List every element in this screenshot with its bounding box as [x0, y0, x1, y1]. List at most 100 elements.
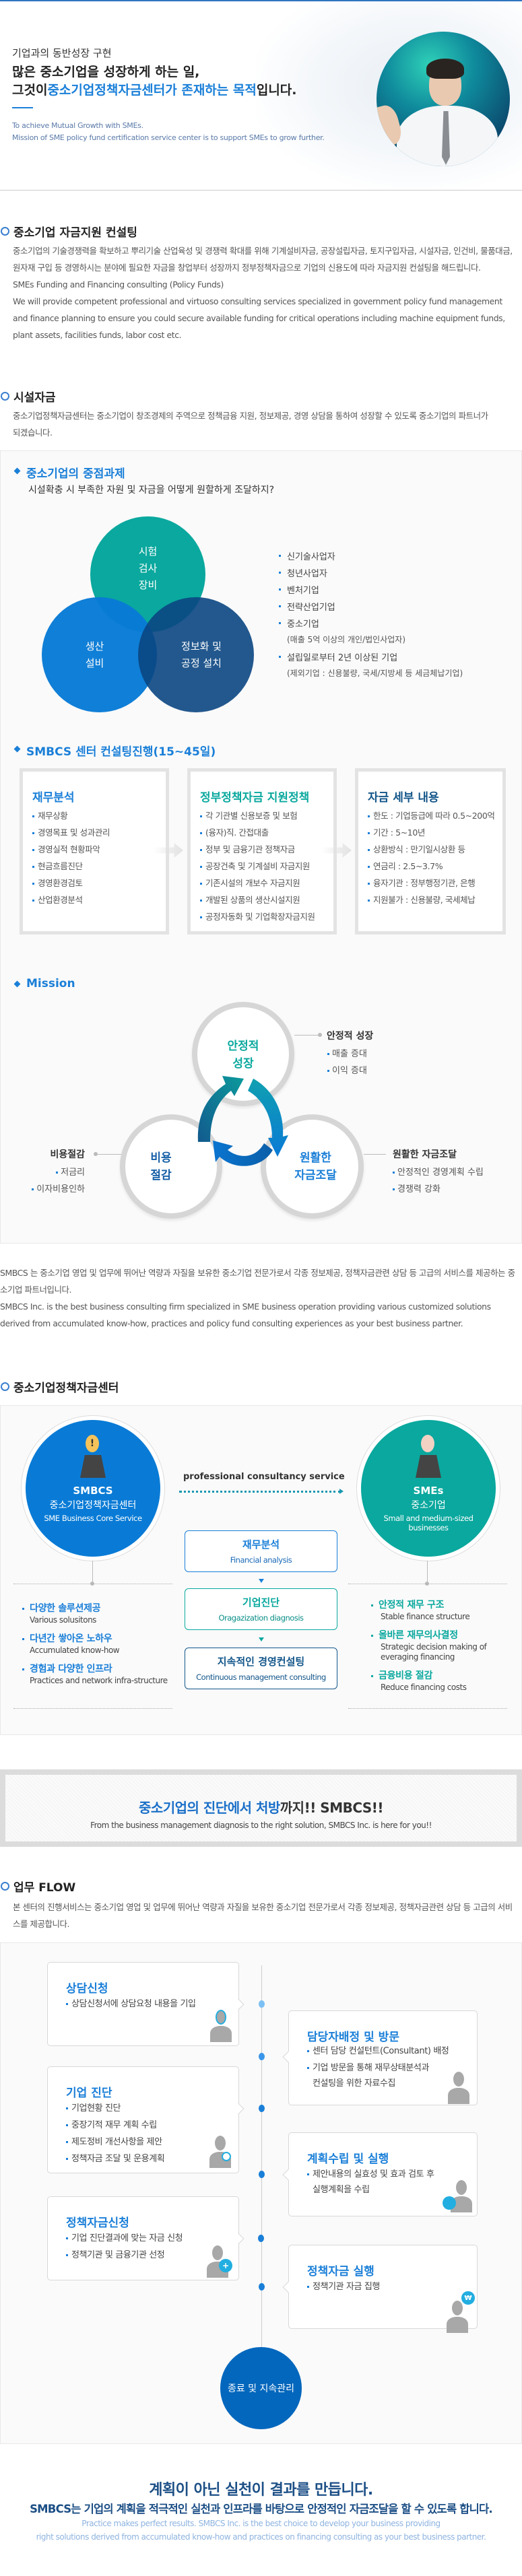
eligible-note-text: (제외기업 : 신용불량, 국세/지방세 등 세금체납기업) [287, 669, 463, 678]
consulting-body-ko: 중소기업의 기술경쟁력을 확보하고 뿌리기술 산업육성 및 경쟁력 확대를 위해… [13, 246, 513, 273]
strength-item: 경험과 다양한 인프라 [22, 1662, 112, 1675]
step-en: Financial analysis [230, 1555, 292, 1565]
flow-card-diagnosis: 기업 진단 기업현황 진단 중장기적 재무 계획 수립 제도정비 개선사항을 제… [47, 2066, 239, 2173]
money-person-icon: ₩ [447, 2291, 475, 2333]
box-item: 기간 : 5~10년 [368, 825, 425, 838]
flow-card-fund-application: 정책자금신청 기업 진단결과에 맞는 자금 신청 정책기관 및 금융기관 선정 … [47, 2196, 239, 2280]
card-title: 정책자금 실행 [307, 2265, 374, 2278]
won-badge: ₩ [461, 2291, 475, 2305]
magnifier-person-icon [209, 2136, 231, 2168]
eligible-item: 청년사업자 [279, 566, 327, 579]
card-item: 제도정비 개선사항을 제안 [66, 2134, 162, 2147]
timeline-dot [258, 2235, 264, 2242]
timeline-dot [259, 2000, 265, 2008]
step-en: Oragazization diagnosis [218, 1613, 304, 1623]
dotted-divider [13, 1708, 172, 1709]
step-ko: 지속적인 경영컨설팅 [217, 1656, 305, 1668]
consulting-en-title: SMEs Funding and Financing consulting (P… [13, 279, 224, 290]
banner-subtitle: From the business management diagnosis t… [90, 1821, 432, 1830]
step-ko: 기업진단 [242, 1596, 280, 1608]
about-ko: SMBCS 는 중소기업 영업 및 업무에 뛰어난 역량과 자질을 보유한 중소… [0, 1268, 515, 1295]
eligible-item: 벤처기업 [279, 583, 319, 596]
banner: 중소기업의 진단에서 처방까지!! SMBCS!! From the busin… [5, 1775, 517, 1841]
box-item: (융자)직. 간접대출 [200, 825, 269, 838]
card-item: 상담신청서에 상담요청 내용을 기입 [66, 1996, 196, 2009]
eligible-text: 신기술사업자 [287, 552, 335, 562]
closing-headline: 계획이 아닌 실천이 결과를 만듭니다. [149, 2482, 373, 2499]
mission-circle-growth: 안정적 성장 [192, 1002, 294, 1106]
box-item: 연금리 : 2.5~3.7% [368, 859, 443, 872]
flow-end-circle: 종료 및 지속관리 [220, 2347, 302, 2429]
closing-en-2: right solutions derived from accumulated… [36, 2532, 486, 2542]
section-title-consulting: 중소기업 자금지원 컨설팅 [0, 223, 137, 240]
card-item: 실행계획을 수립 [313, 2185, 370, 2195]
card-item: 컨설팅을 위한 자료수집 [313, 2078, 396, 2089]
card-title: 담당자배정 및 방문 [307, 2031, 399, 2044]
timeline-line [261, 1965, 262, 2349]
dotted-arrow-line [179, 1491, 341, 1493]
person-tie [442, 111, 450, 165]
arrow-left [213, 1141, 273, 1166]
smbcs-circle: ! SMBCS 중소기업정책자금센터 SME Business Core Ser… [22, 1416, 164, 1561]
venn-label-it: 정보화 및 공정 설치 [181, 640, 222, 669]
eligible-text: 전략산업기업 [287, 603, 335, 613]
connector-dot [318, 1033, 322, 1037]
hero-headline-2: 그것이중소기업정책자금센터가 존재하는 목적입니다. [12, 80, 297, 98]
process-title: SMBCS 센터 컨설팅진행(15~45일) [13, 742, 216, 759]
card-title: 계획수립 및 실행 [307, 2153, 389, 2166]
box-item: 재무상황 [32, 809, 68, 821]
add-person-icon: + [207, 2245, 232, 2278]
card-item: 기업 방문을 통해 재무상태분석과 [307, 2060, 429, 2073]
consultant-person-icon [448, 2072, 469, 2104]
box-item: 한도 : 기업등급에 따라 0.5~200억 [368, 809, 495, 821]
flow-card-consultation-request: 상담신청 상담신청서에 상담요청 내용을 기입 [47, 1962, 239, 2046]
box-item: 공정자동화 및 기업확장자금지원 [200, 910, 315, 922]
hero-rule [12, 107, 33, 108]
cycle-arrows-icon [197, 1076, 288, 1166]
smes-ko: 중소기업 [411, 1500, 446, 1511]
cost-item: 이자비용인하 [32, 1182, 85, 1194]
card-item: 제안내용의 실효성 및 효과 검토 후 [307, 2167, 434, 2179]
hero-divider [0, 190, 522, 191]
mission-title: Mission [13, 977, 75, 990]
strength-en: Accumulated know-how [30, 1646, 120, 1655]
card-title: 상담신청 [66, 1982, 108, 1996]
box-item: 융자기관 : 정부행정기관, 은행 [368, 876, 476, 889]
about-en: SMBCS Inc. is the best business consulti… [0, 1301, 491, 1328]
smbcs-ko: 중소기업정책자금센터 [49, 1500, 137, 1511]
hero-tagline: 기업과의 동반성장 구현 [12, 47, 112, 59]
dotted-divider [348, 1708, 507, 1709]
headset-person-icon [210, 2010, 232, 2042]
card-item: 센터 담당 컨설턴트(Consultant) 배정 [307, 2043, 449, 2056]
venn-label-production: 생산 설비 [85, 640, 104, 669]
process-box-details: 자금 세부 내용 한도 : 기업등급에 따라 0.5~200억 기간 : 5~1… [355, 768, 506, 935]
strength-en: Practices and network infra-structure [30, 1676, 168, 1685]
priorities-question: 시설확충 시 부족한 자원 및 자금을 어떻게 원할하게 조달하지? [28, 485, 275, 496]
hero-headline-prefix: 그것이 [12, 83, 48, 98]
benefit-en: Stable finance structure [381, 1612, 470, 1621]
flow-card-planning: 계획수립 및 실행 제안내용의 실효성 및 효과 검토 후 실행계획을 수립 [288, 2132, 478, 2216]
card-title: 정책자금신청 [66, 2216, 129, 2230]
box-item: 기존시설의 개보수 자금지원 [200, 876, 300, 889]
timeline-dot [259, 2171, 265, 2178]
banner-title-rest: 까지!! SMBCS!! [280, 1800, 384, 1816]
closing-subheadline: SMBCS는 기업의 계획을 적극적인 실천과 인프라를 바탕으로 안정적인 자… [30, 2503, 493, 2515]
eligible-item: 전략산업기업 [279, 600, 335, 613]
consulting-body-en: We will provide competent professional a… [13, 296, 505, 340]
eligible-item: 중소기업 [279, 617, 319, 630]
benefit-en: Reduce financing costs [381, 1683, 467, 1692]
timeline-dot [259, 2053, 265, 2060]
card-item: 정책기관 및 금융기관 선정 [66, 2247, 165, 2260]
hero-headline-highlight: 중소기업정책자금센터가 존재하는 목적 [47, 83, 257, 98]
box-title: 재무분석 [32, 791, 75, 805]
strength-item: 다양한 솔루션제공 [22, 1601, 101, 1615]
about-text: SMBCS 는 중소기업 영업 및 업무에 뛰어난 역량과 자질을 보유한 중소… [0, 1264, 522, 1332]
box-title: 정부정책자금 지원정책 [200, 791, 310, 805]
closing-en-1: Practice makes perfect results. SMBCS In… [81, 2519, 441, 2528]
hero-headline-1: 많은 중소기업을 성장하게 하는 일, [12, 65, 200, 79]
connector-line [427, 1561, 428, 1584]
flow-card-fund-execution: 정책자금 실행 정책기관 자금 집행 ₩ [288, 2245, 478, 2333]
benefit-item: 올바른 재무의사결정 [371, 1628, 458, 1641]
